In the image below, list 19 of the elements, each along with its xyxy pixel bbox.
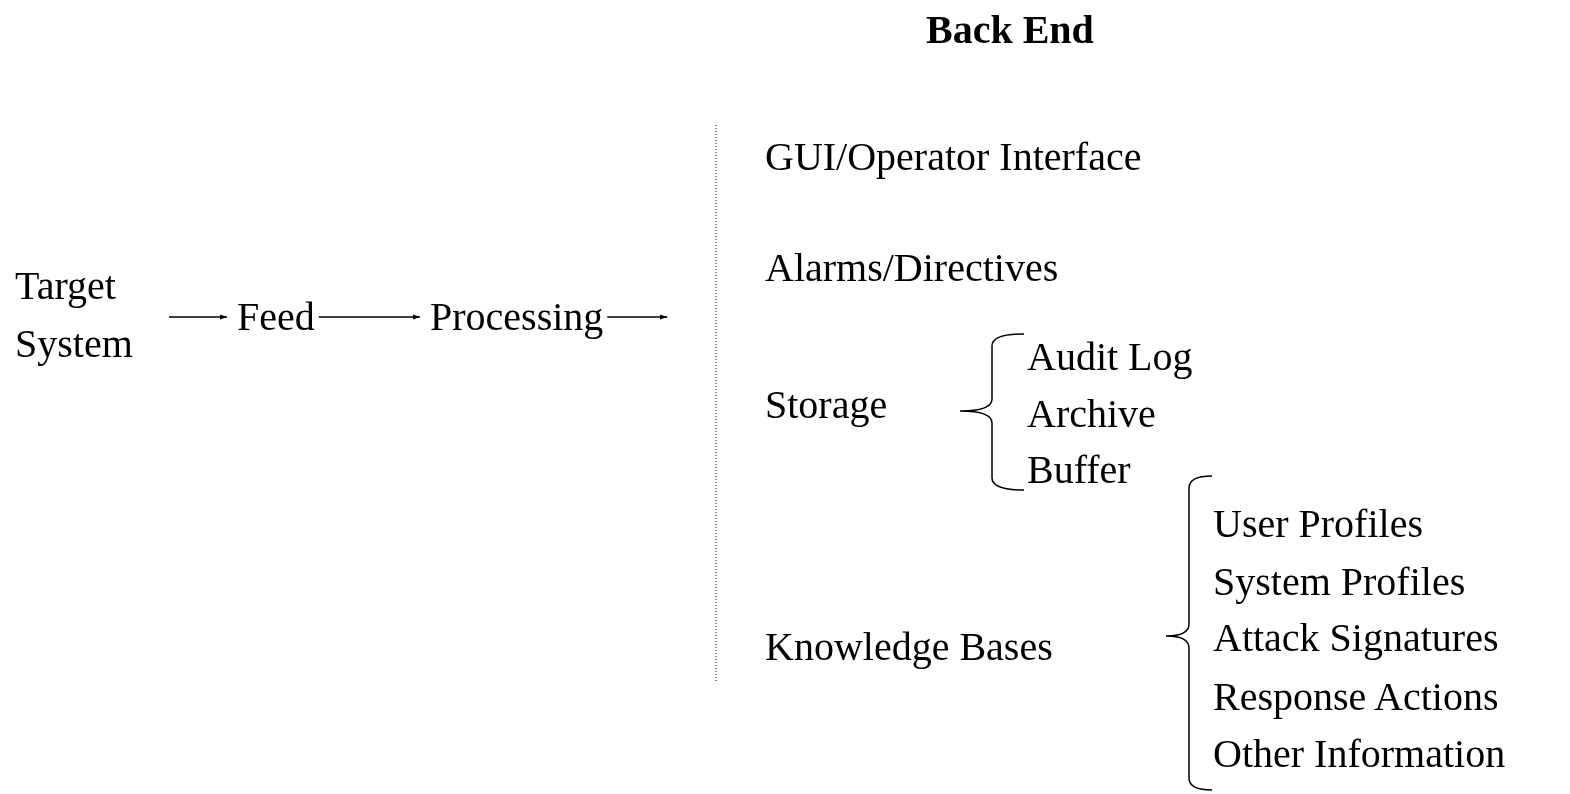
- label-text: Knowledge Bases: [765, 623, 1053, 671]
- arrow: [168, 314, 228, 320]
- node-label: Processing: [430, 288, 604, 346]
- node-label: Feed: [237, 288, 315, 346]
- node-label: Target System: [15, 257, 165, 373]
- label-text: Other Information: [1213, 730, 1506, 778]
- label-text: Attack Signatures: [1213, 614, 1499, 662]
- label-text: Audit Log: [1027, 333, 1193, 381]
- arrow: [606, 314, 669, 320]
- arrow: [318, 314, 421, 320]
- label-text: Archive: [1027, 390, 1156, 438]
- heading: Back End: [926, 6, 1094, 54]
- label-text: Alarms/Directives: [765, 244, 1059, 292]
- label-text: Buffer: [1027, 446, 1131, 494]
- label-text: Response Actions: [1213, 673, 1499, 721]
- label-text: User Profiles: [1213, 500, 1423, 548]
- label-text: Storage: [765, 381, 888, 429]
- label-text: GUI/Operator Interface: [765, 133, 1142, 181]
- label-text: System Profiles: [1213, 558, 1466, 606]
